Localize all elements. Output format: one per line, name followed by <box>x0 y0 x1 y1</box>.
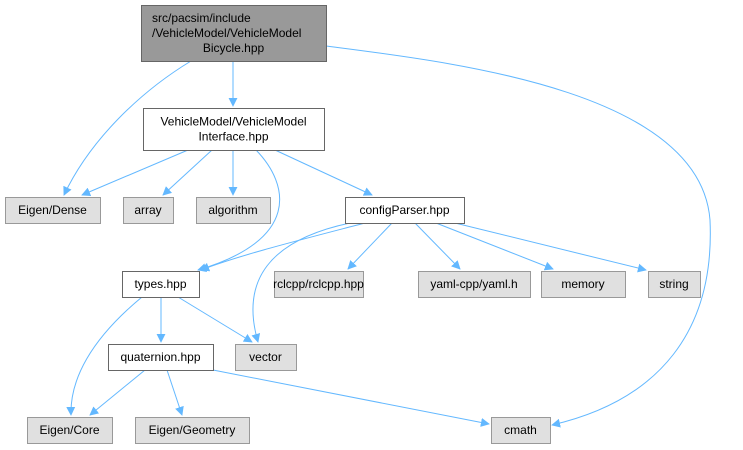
node-label: quaternion.hpp <box>120 350 200 364</box>
node-box <box>122 271 200 298</box>
node-box <box>541 271 626 298</box>
node-box <box>141 5 327 62</box>
node-label: array <box>134 203 161 217</box>
node-eigen-core: Eigen/Core <box>27 417 113 444</box>
node-label: Eigen/Dense <box>18 203 87 217</box>
edge-interface-to-config <box>274 149 373 196</box>
node-label: Eigen/Core <box>39 423 99 437</box>
edge-config-to-memory <box>435 222 554 271</box>
edge-interface-to-eigen_dense <box>81 149 189 196</box>
node-box <box>123 197 174 224</box>
node-box <box>491 417 551 444</box>
node-array: array <box>123 197 174 224</box>
node-cmath: cmath <box>491 417 551 444</box>
edge-root-to-eigen_dense <box>63 60 192 196</box>
node-quaternion[interactable]: quaternion.hpp <box>108 344 214 371</box>
edge-interface-to-array <box>162 149 213 196</box>
node-label: rclcpp/rclcpp.hpp <box>273 277 364 291</box>
node-box <box>108 344 214 371</box>
node-label: Interface.hpp <box>198 130 268 144</box>
edge-interface-to-types <box>197 149 281 273</box>
node-algorithm: algorithm <box>196 197 271 224</box>
node-eigen-dense: Eigen/Dense <box>5 197 101 224</box>
node-box <box>196 197 271 224</box>
node-box <box>5 197 101 224</box>
node-box <box>27 417 113 444</box>
node-box <box>418 271 531 298</box>
node-root[interactable]: src/pacsim/include/VehicleModel/VehicleM… <box>141 5 327 62</box>
edge-config-to-types <box>200 222 366 272</box>
node-memory: memory <box>541 271 626 298</box>
node-label: VehicleModel/VehicleModel <box>160 115 306 129</box>
node-box <box>235 344 297 371</box>
node-types[interactable]: types.hpp <box>122 271 200 298</box>
node-label: yaml-cpp/yaml.h <box>430 277 517 291</box>
node-box <box>274 271 364 298</box>
node-box <box>648 271 701 298</box>
node-label: vector <box>249 350 282 364</box>
node-label: src/pacsim/include <box>152 11 251 25</box>
node-yaml: yaml-cpp/yaml.h <box>418 271 531 298</box>
node-box <box>135 417 250 444</box>
node-string: string <box>648 271 701 298</box>
node-box <box>143 108 325 151</box>
node-box <box>345 197 465 224</box>
edge-config-to-yaml <box>414 222 461 270</box>
node-label: algorithm <box>208 203 257 217</box>
node-label: /VehicleModel/VehicleModel <box>152 26 301 40</box>
edge-quaternion-to-eigen_core <box>89 369 146 416</box>
edge-config-to-vector <box>251 222 351 343</box>
node-label: string <box>659 277 688 291</box>
edge-root-to-cmath <box>325 45 711 428</box>
node-label: configParser.hpp <box>359 203 449 217</box>
node-label: types.hpp <box>134 277 186 291</box>
node-label: Bicycle.hpp <box>203 41 265 55</box>
edge-config-to-rclcpp <box>347 222 393 270</box>
edge-types-to-eigen_core <box>66 296 143 416</box>
node-eigen-geometry: Eigen/Geometry <box>135 417 250 444</box>
edge-types-to-vector <box>177 296 253 343</box>
edge-config-to-string <box>454 222 647 273</box>
edge-quaternion-to-eigen_geometry <box>166 369 184 416</box>
node-config[interactable]: configParser.hpp <box>345 197 465 224</box>
node-label: Eigen/Geometry <box>149 423 236 437</box>
node-vector: vector <box>235 344 297 371</box>
node-label: cmath <box>504 423 537 437</box>
node-label: memory <box>561 277 604 291</box>
edge-quaternion-to-cmath <box>212 369 490 427</box>
node-rclcpp: rclcpp/rclcpp.hpp <box>273 271 364 298</box>
